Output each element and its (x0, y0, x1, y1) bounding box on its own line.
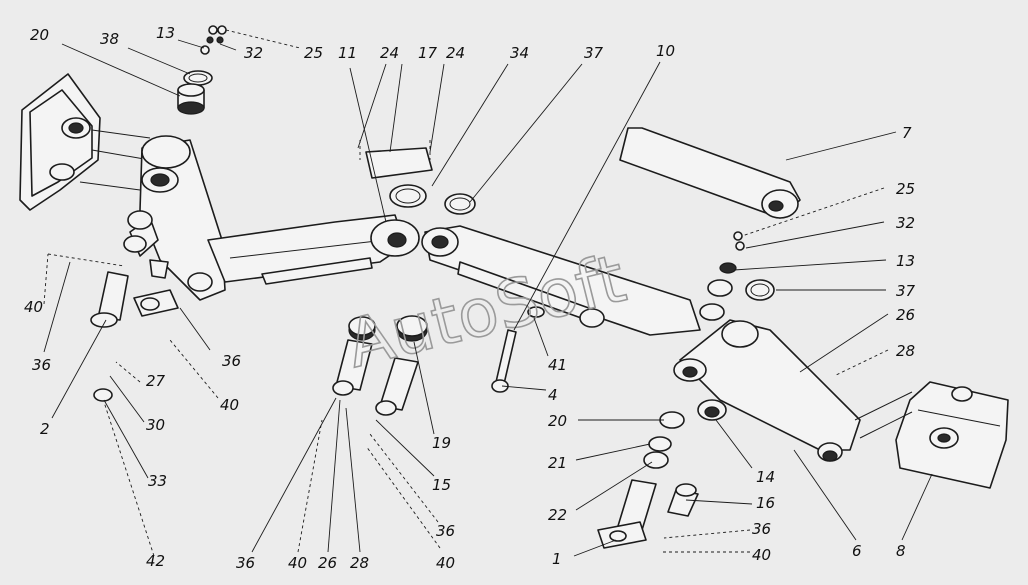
callout-41: 41 (548, 356, 567, 374)
callout-14: 14 (756, 468, 775, 486)
callout-36-center: 36 (436, 522, 455, 540)
callout-26-bottom: 26 (318, 554, 337, 572)
callout-16: 16 (756, 494, 775, 512)
leader-lines (43, 29, 933, 557)
callout-11: 11 (338, 44, 357, 62)
callout-24-right: 24 (446, 44, 465, 62)
left-beam (207, 214, 420, 285)
callout-labels: 20 38 13 32 25 11 24 17 24 34 37 10 7 25… (24, 24, 916, 572)
callout-36-mid-left: 36 (222, 352, 241, 370)
callout-17: 17 (418, 44, 438, 62)
callout-13-right: 13 (896, 252, 915, 270)
callout-25-right: 25 (896, 180, 915, 198)
callout-40-lower-right: 40 (752, 546, 771, 564)
callout-20-lower: 20 (548, 412, 567, 430)
callout-24-left: 24 (380, 44, 399, 62)
callout-15: 15 (432, 476, 451, 494)
callout-27: 27 (146, 372, 166, 390)
right-bushings (707, 231, 775, 301)
callout-2: 2 (40, 420, 50, 438)
callout-32-top-left: 32 (244, 44, 263, 62)
cover-plate (359, 140, 476, 215)
lower-right-pins (597, 411, 699, 549)
center-beam (421, 225, 701, 336)
callout-21: 21 (548, 454, 567, 472)
callout-1: 1 (552, 550, 562, 568)
callout-8: 8 (896, 542, 906, 560)
callout-40-center: 40 (436, 554, 455, 572)
callout-37-top: 37 (584, 44, 604, 62)
left-mount-bracket (19, 73, 151, 211)
callout-10: 10 (656, 42, 675, 60)
right-upper-link (619, 127, 801, 219)
center-pins (332, 306, 545, 416)
left-arm (90, 135, 226, 402)
right-mount-bracket (854, 381, 1009, 489)
callout-34: 34 (510, 44, 529, 62)
callout-40-bottom: 40 (288, 554, 307, 572)
callout-40-left: 40 (24, 298, 43, 316)
callout-42: 42 (146, 552, 165, 570)
callout-36-bottom: 36 (236, 554, 255, 572)
callout-26-right: 26 (896, 306, 915, 324)
callout-13-top-left: 13 (156, 24, 175, 42)
right-arm (673, 303, 861, 462)
callout-37-right: 37 (896, 282, 916, 300)
callout-36-lower-right: 36 (752, 520, 771, 538)
callout-7: 7 (902, 124, 912, 142)
callout-28-right: 28 (896, 342, 915, 360)
callout-19: 19 (432, 434, 451, 452)
callout-25-top-left: 25 (304, 44, 323, 62)
callout-20-top-left: 20 (30, 26, 49, 44)
callout-40-mid-left: 40 (220, 396, 239, 414)
callout-38: 38 (100, 30, 119, 48)
callout-33: 33 (148, 472, 167, 490)
callout-22: 22 (548, 506, 567, 524)
callout-36-left: 36 (32, 356, 51, 374)
callout-4: 4 (548, 386, 558, 404)
upper-bushings-left (177, 25, 227, 115)
callout-6: 6 (852, 542, 862, 560)
callout-28-bottom: 28 (350, 554, 369, 572)
callout-30: 30 (146, 416, 165, 434)
callout-32-right: 32 (896, 214, 915, 232)
